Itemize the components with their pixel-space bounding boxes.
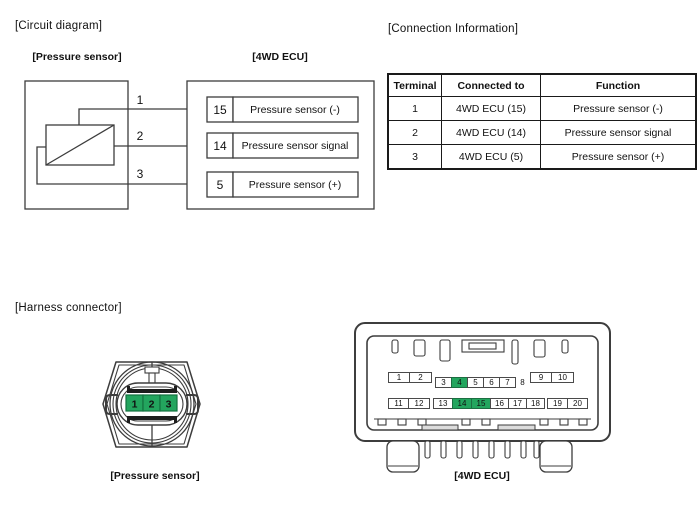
cell-terminal-2: 2 xyxy=(387,120,442,145)
terminal-14-pin-box xyxy=(206,132,234,159)
cell-connected-2: 4WD ECU (14) xyxy=(441,120,541,145)
key-cap xyxy=(144,366,160,374)
ecu-pin-9: 9 xyxy=(530,372,552,383)
ecu-pin-1: 1 xyxy=(388,372,410,383)
col-header-connected-to: Connected to xyxy=(441,73,541,97)
mount-foot-right xyxy=(539,440,573,473)
sensor-pin-3-number: 3 xyxy=(166,399,172,411)
ecu-pin-14: 14 xyxy=(452,398,472,409)
bottom-bar-left-tick xyxy=(127,416,130,423)
circuit-pressure-sensor-label: [Pressure sensor] xyxy=(32,51,122,63)
ecu-pin-12: 12 xyxy=(408,398,430,409)
table-row: 1 4WD ECU (15) Pressure sensor (-) xyxy=(387,96,697,121)
terminal-15-pin: 15 xyxy=(213,103,227,117)
wire-1 xyxy=(78,108,207,125)
bottom-bar-right-tick xyxy=(174,416,177,423)
ecu-pin-4: 4 xyxy=(451,377,468,388)
ecu-pin-11: 11 xyxy=(388,398,409,409)
key-slot xyxy=(413,339,426,357)
ecu-pin-10: 10 xyxy=(551,372,574,383)
terminal-5-function: Pressure sensor (+) xyxy=(249,179,342,191)
bottom-bar xyxy=(129,416,175,420)
top-bar-right-tick xyxy=(174,386,177,393)
cell-connected-1: 4WD ECU (15) xyxy=(441,96,541,121)
cavity-oval-inner xyxy=(120,386,184,422)
sensor-pin-2-number: 2 xyxy=(149,399,155,411)
harness-connector-title: [Harness connector] xyxy=(15,302,122,314)
key-slot xyxy=(439,339,451,362)
connection-info-table: Terminal Connected to Function 1 4WD ECU… xyxy=(387,73,697,170)
terminal-5-label-box xyxy=(232,171,359,198)
ecu-pin-16: 16 xyxy=(490,398,509,409)
circuit-diagram-title: [Circuit diagram] xyxy=(15,20,103,32)
ecu-pin-3: 3 xyxy=(435,377,452,388)
ecu-pin-20: 20 xyxy=(567,398,588,409)
sensor-pin-3 xyxy=(159,394,178,412)
bottom-guide-bar xyxy=(497,424,536,431)
ecu-pin-13: 13 xyxy=(433,398,453,409)
harness-4wd-ecu-label: [4WD ECU] xyxy=(454,470,510,482)
serration-teeth xyxy=(377,418,588,426)
ecu-pin-19: 19 xyxy=(547,398,568,409)
table-header-row: Terminal Connected to Function xyxy=(387,73,697,97)
connection-information-title: [Connection Information] xyxy=(388,23,519,35)
key-slot xyxy=(561,339,569,354)
ecu-pin-5: 5 xyxy=(467,377,484,388)
terminal-14-label-box xyxy=(232,132,359,159)
top-bar xyxy=(129,389,175,393)
wire-3-number: 3 xyxy=(137,167,144,181)
circuit-4wd-ecu-label: [4WD ECU] xyxy=(252,51,308,63)
key-slot xyxy=(391,339,399,354)
terminal-15-pin-box xyxy=(206,96,234,123)
ecu-pin-6: 6 xyxy=(483,377,500,388)
wire-1-number: 1 xyxy=(137,93,144,107)
cell-function-3: Pressure sensor (+) xyxy=(540,144,697,170)
bottom-pins xyxy=(424,440,540,459)
terminal-5-pin: 5 xyxy=(217,178,224,192)
ecu-pin-8: 8 xyxy=(520,378,525,387)
col-header-terminal: Terminal xyxy=(387,73,442,97)
col-header-function: Function xyxy=(540,73,697,97)
key-slot xyxy=(511,339,519,365)
wire-2-number: 2 xyxy=(137,129,144,143)
pressure-sensor-connector-drawing: 1 2 3 xyxy=(102,361,201,448)
sensor-element-diagonal xyxy=(45,124,115,166)
wire-3 xyxy=(36,146,207,185)
table-row: 3 4WD ECU (5) Pressure sensor (+) xyxy=(387,144,697,170)
bottom-guide-bar xyxy=(421,424,459,431)
mount-foot-left xyxy=(386,440,420,473)
terminal-15-label-box xyxy=(232,96,359,123)
right-latch-bracket xyxy=(186,394,199,415)
ecu-pin-18: 18 xyxy=(526,398,545,409)
left-latch-bracket xyxy=(105,394,118,415)
key-slot xyxy=(533,339,546,358)
terminal-14-pin: 14 xyxy=(213,139,227,153)
ecu-pin-15: 15 xyxy=(471,398,491,409)
ecu-pin-2: 2 xyxy=(409,372,432,383)
terminal-14-function: Pressure sensor signal xyxy=(242,140,349,152)
cell-connected-3: 4WD ECU (5) xyxy=(441,144,541,170)
cell-function-2: Pressure sensor signal xyxy=(540,120,697,145)
table-row: 2 4WD ECU (14) Pressure sensor signal xyxy=(387,120,697,145)
circuit-diagram-drawing: 1 2 3 15 Pressure sensor (-) 14 Pressure… xyxy=(24,80,375,210)
sensor-pin-1-number: 1 xyxy=(132,399,138,411)
ecu-connector-drawing: 1 2 3 4 5 6 7 8 9 10 11 12 13 14 15 16 1… xyxy=(350,320,615,478)
cell-terminal-1: 1 xyxy=(387,96,442,121)
cell-terminal-3: 3 xyxy=(387,144,442,170)
ecu-pin-17: 17 xyxy=(508,398,527,409)
ecu-pin-7: 7 xyxy=(499,377,516,388)
latch-tab xyxy=(468,342,497,350)
top-bar-left-tick xyxy=(127,386,130,393)
terminal-15-function: Pressure sensor (-) xyxy=(250,104,340,116)
harness-pressure-sensor-label: [Pressure sensor] xyxy=(110,470,200,482)
cell-function-1: Pressure sensor (-) xyxy=(540,96,697,121)
